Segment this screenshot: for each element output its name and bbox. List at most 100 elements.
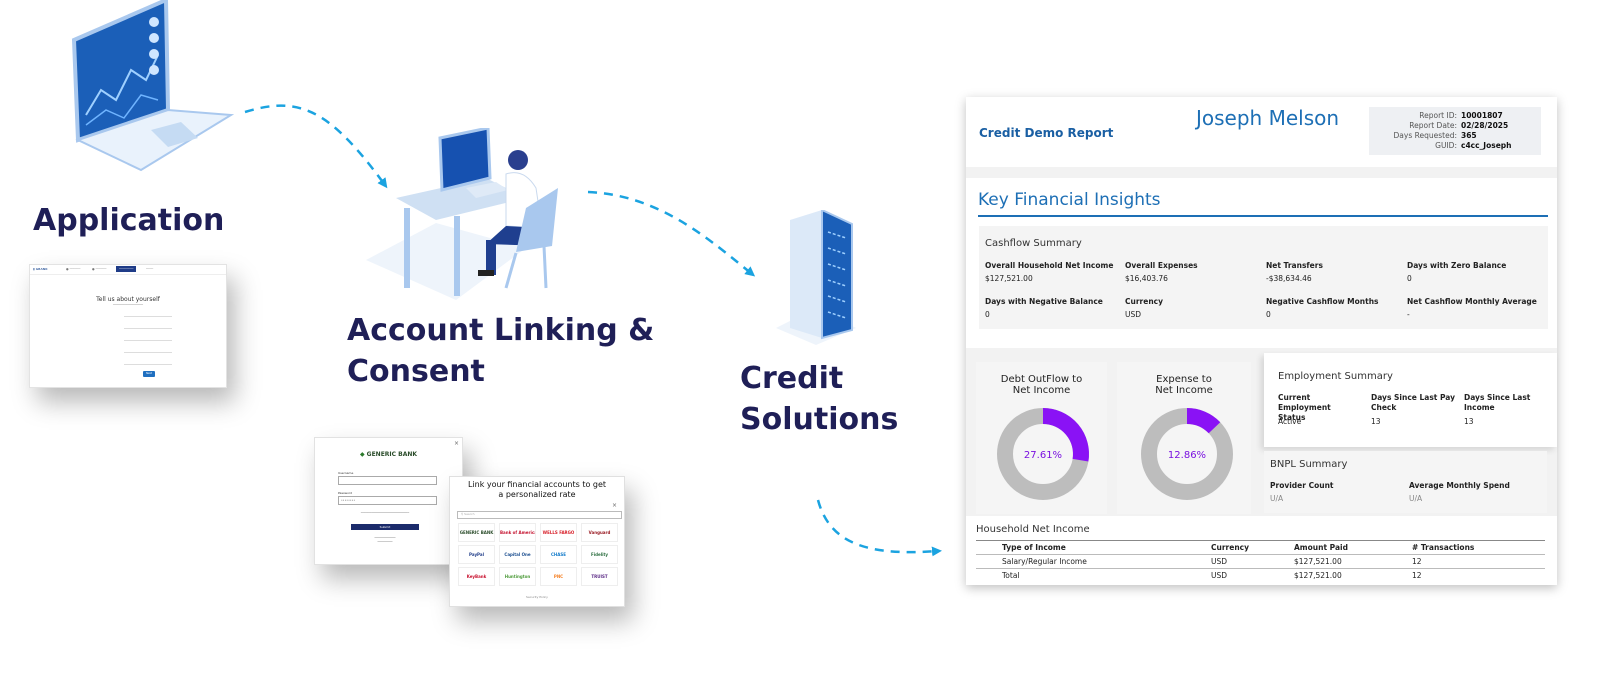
bank-tile[interactable]: Fidelity <box>581 545 618 564</box>
app-form-field[interactable] <box>124 310 172 317</box>
app-next-button[interactable]: Next <box>143 371 155 377</box>
table-cell: USD <box>1211 571 1228 580</box>
employment-title: Employment Summary <box>1278 371 1393 382</box>
bank-tile[interactable]: CHASE <box>540 545 577 564</box>
bnpl-summary: BNPL Summary Provider Count U/A Average … <box>1264 451 1547 513</box>
app-step: ──── <box>146 267 154 271</box>
person-at-desk-illustration <box>366 128 558 300</box>
bank-tile[interactable]: PayPal <box>458 545 495 564</box>
cashflow-value: 0 <box>1407 274 1412 283</box>
table-cell: $127,521.00 <box>1294 571 1342 580</box>
stage-title-line: Solutions <box>740 402 899 437</box>
application-form-screenshot: ▮ GBANK ● ────── ● ────── ──────── ──── … <box>29 264 227 388</box>
bank-tile[interactable]: GENERIC BANK <box>458 523 495 542</box>
app-step: ● ────── <box>66 267 81 271</box>
app-step-active: ──────── <box>116 266 137 272</box>
table-cell: Salary/Regular Income <box>1002 557 1087 566</box>
bank-logo: ◆ GENERIC BANK <box>359 451 418 458</box>
table-row: Salary/Regular Income USD $127,521.00 12 <box>976 554 1545 569</box>
cashflow-label: Net Cashflow Monthly Average <box>1407 297 1537 306</box>
cashflow-label: Overall Expenses <box>1125 261 1198 270</box>
insights-title: Key Financial Insights <box>978 190 1161 210</box>
cashflow-summary: Cashflow Summary Overall Household Net I… <box>979 226 1548 329</box>
server-illustration <box>776 210 856 345</box>
cashflow-value: 0 <box>1266 310 1271 319</box>
bnpl-value: U/A <box>1270 494 1284 503</box>
bnpl-label: Provider Count <box>1270 481 1334 490</box>
donut-arc <box>1042 408 1089 462</box>
household-net-income: Household Net Income Type of Income Curr… <box>966 516 1557 585</box>
employment-value: Active <box>1278 417 1302 426</box>
cashflow-value: 0 <box>985 310 990 319</box>
cashflow-label: Currency <box>1125 297 1164 306</box>
column-header: # Transactions <box>1412 543 1475 552</box>
link-accounts-screenshot: Link your financial accounts to get a pe… <box>449 476 625 607</box>
table-cell: USD <box>1211 557 1228 566</box>
stage-title-credit-solutions: Credit Solutions <box>740 358 898 440</box>
report-meta: Report ID:10001807 Report Date:02/28/202… <box>1369 107 1541 155</box>
bank-tile[interactable]: Vanguard <box>581 523 618 542</box>
table-cell: 12 <box>1412 571 1422 580</box>
bank-tile[interactable]: PNC <box>540 567 577 586</box>
bnpl-title: BNPL Summary <box>1270 459 1348 470</box>
insights-divider <box>978 215 1548 217</box>
close-icon[interactable]: × <box>453 440 459 447</box>
table-header-row: Type of Income Currency Amount Paid # Tr… <box>976 540 1545 555</box>
report-customer-name: Joseph Melson <box>1196 106 1340 130</box>
donut-value: 12.86% <box>1168 450 1206 461</box>
stage-title-application: Application <box>33 203 225 238</box>
bank-submit-button[interactable]: Submit <box>351 524 419 530</box>
app-form-field[interactable] <box>124 358 172 365</box>
employment-label: Days Since Last Pay Check <box>1371 393 1455 412</box>
close-icon[interactable]: × <box>611 502 617 509</box>
cashflow-value: - <box>1407 310 1410 319</box>
column-header: Type of Income <box>1002 543 1066 552</box>
bank-search-input[interactable]: ⚲ Search <box>457 511 622 519</box>
household-title: Household Net Income <box>976 524 1090 535</box>
bank-tile[interactable]: Huntington <box>499 567 536 586</box>
column-header: Currency <box>1211 543 1250 552</box>
employment-label: Current Employment Status <box>1278 393 1331 422</box>
employment-label: Days Since Last Income <box>1464 393 1531 412</box>
table-cell: $127,521.00 <box>1294 557 1342 566</box>
credit-report: Credit Demo Report Joseph Melson Report … <box>966 97 1557 585</box>
cashflow-label: Days with Negative Balance <box>985 297 1103 306</box>
app-form-field[interactable] <box>124 322 172 329</box>
stage-title-account-linking: Account Linking & Consent <box>347 310 654 392</box>
bank-tile[interactable]: KeyBank <box>458 567 495 586</box>
cashflow-value: USD <box>1125 310 1142 319</box>
security-policy-link[interactable]: Security Policy <box>526 595 548 599</box>
debt-outflow-donut: 27.61% <box>997 408 1089 500</box>
app-form-field[interactable] <box>124 346 172 353</box>
employment-value: 13 <box>1371 417 1381 426</box>
username-label: Username <box>338 471 354 475</box>
app-form-title: Tell us about yourself <box>96 296 160 303</box>
password-field[interactable]: •••••••• <box>338 496 437 505</box>
employment-value: 13 <box>1464 417 1474 426</box>
application-stepper: ▮ GBANK ● ────── ● ────── ──────── ──── <box>30 265 226 275</box>
donut-value: 27.61% <box>1024 450 1062 461</box>
bank-logo-icon: ◆ <box>359 451 365 458</box>
stage-title-line: Credit <box>740 361 844 396</box>
donut-arc <box>1186 408 1221 434</box>
arrow-linking-to-credit <box>587 190 756 277</box>
bank-tile[interactable]: WELLS FARGO <box>540 523 577 542</box>
laptop-illustration <box>71 0 235 172</box>
bank-tile[interactable]: Bank of America <box>499 523 536 542</box>
report-header: Credit Demo Report Joseph Melson Report … <box>966 97 1557 167</box>
bank-tile[interactable]: TRUIST <box>581 567 618 586</box>
username-field[interactable] <box>338 476 437 485</box>
stage-title-line: Account Linking & <box>347 313 655 348</box>
key-financial-insights: Key Financial Insights Cashflow Summary … <box>966 178 1557 348</box>
report-title: Credit Demo Report <box>979 126 1114 140</box>
app-form-field[interactable] <box>124 334 172 341</box>
cashflow-value: $16,403.76 <box>1125 274 1168 283</box>
cashflow-label: Negative Cashflow Months <box>1266 297 1379 306</box>
bank-tile[interactable]: Capital One <box>499 545 536 564</box>
app-form-subtitle: ━━━━━━━━━━━━━━━━━━━━ <box>112 303 144 306</box>
